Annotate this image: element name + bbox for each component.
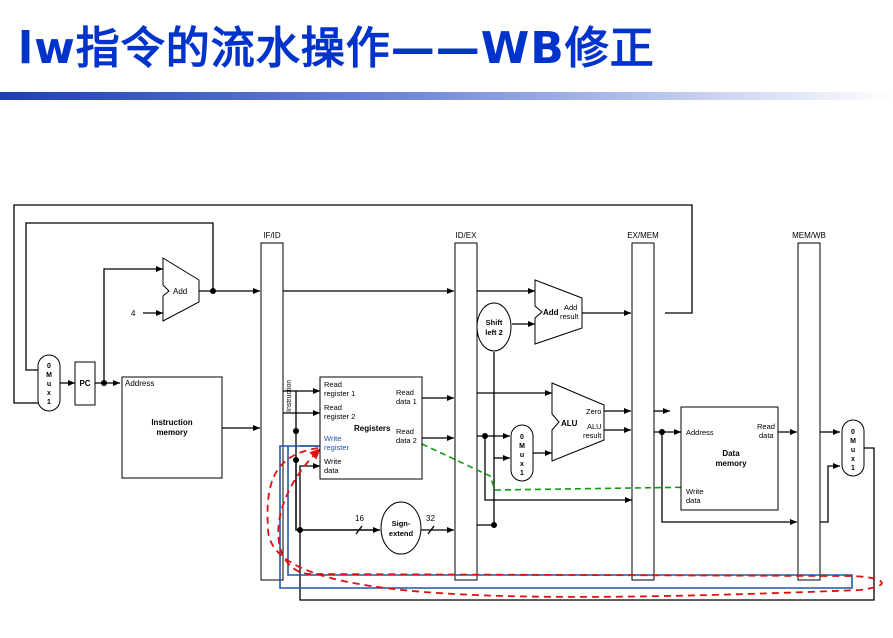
svg-text:M: M [850,438,856,445]
shift-line2: left 2 [485,328,503,337]
svg-text:data 2: data 2 [396,436,417,445]
branch-adder [534,279,583,345]
svg-text:M: M [46,372,52,379]
green-dashed-write-data [421,443,701,493]
title-underline-bar [0,92,893,100]
add-result-line2: result [560,312,579,321]
mem-wb-label: MEM/WB [792,231,826,240]
dm-write-line1: Write [686,487,703,496]
instruction-memory [121,376,223,479]
pc-label: PC [79,379,90,388]
data-memory [680,406,779,511]
svg-text:u: u [851,447,855,454]
svg-text:1: 1 [47,399,51,406]
svg-text:register 2: register 2 [324,412,355,421]
svg-text:0: 0 [520,434,524,441]
dm-title-line1: Data [722,449,740,458]
registers-title: Registers [354,424,391,433]
read-register1-label: Read [324,380,342,389]
register-file [319,376,423,480]
im-address-label: Address [125,379,154,388]
shift-line1: Shift [486,318,503,327]
alu-result-line2: result [583,431,602,440]
dm-read-line2: data [759,431,774,440]
add-result-line1: Add [564,303,577,312]
sign-extend-unit [380,501,422,555]
pc-register [74,361,96,406]
im-title-line2: memory [156,428,188,437]
svg-text:1: 1 [520,470,524,477]
svg-text:register: register [324,443,350,452]
dm-title-line2: memory [715,459,747,468]
svg-text:register 1: register 1 [324,389,355,398]
pc-source-mux: 0 M u x 1 [37,354,61,412]
svg-text:1: 1 [851,465,855,472]
shift-left-unit [476,302,512,352]
junction-dots [101,288,665,533]
read-data2-label: Read [396,427,414,436]
dm-write-line2: data [686,496,701,505]
writeback-mux: 0 M u x 1 [841,419,865,477]
pc-adder-label: Add [173,287,187,296]
sign-extend-line1: Sign- [392,519,411,528]
id-ex-register [454,242,478,581]
svg-text:0: 0 [851,429,855,436]
svg-text:data 1: data 1 [396,397,417,406]
datapath-wires [13,204,875,601]
svg-text:u: u [520,452,524,459]
bits-16-label: 16 [355,514,364,523]
pc-adder [162,257,200,322]
sign-extend-line2: extend [389,529,414,538]
page-title: lw指令的流水操作——WB修正 [18,23,655,74]
alu [551,382,605,462]
red-dashed-wb-loop [266,447,883,598]
read-register2-label: Read [324,403,342,412]
mem-wb-register [797,242,821,581]
ex-mem-register [631,242,655,581]
dm-address-label: Address [686,428,714,437]
bits-32-label: 32 [426,514,435,523]
svg-text:u: u [47,381,51,388]
if-id-register [260,242,284,581]
svg-text:data: data [324,466,339,475]
pipeline-datapath-diagram: IF/ID ID/EX EX/MEM MEM/WB [13,204,883,601]
svg-text:x: x [47,390,51,397]
branch-adder-label: Add [543,308,559,317]
read-data1-label: Read [396,388,414,397]
id-ex-label: ID/EX [456,231,478,240]
alu-source-mux: 0 M u x 1 [510,424,534,482]
pipeline-registers [260,242,821,581]
write-data-label: Write [324,457,341,466]
svg-text:0: 0 [47,363,51,370]
alu-label: ALU [561,419,578,428]
im-title-line1: Instruction [151,418,192,427]
instruction-label: Instruction [286,380,293,412]
zero-label: Zero [586,407,601,416]
if-id-label: IF/ID [263,231,281,240]
ex-mem-label: EX/MEM [627,231,659,240]
dm-read-line1: Read [757,422,775,431]
svg-text:M: M [519,443,525,450]
constant-four: 4 [131,309,136,318]
svg-text:x: x [520,461,524,468]
write-register-label: Write [324,434,341,443]
svg-text:x: x [851,456,855,463]
alu-result-line1: ALU [587,422,602,431]
